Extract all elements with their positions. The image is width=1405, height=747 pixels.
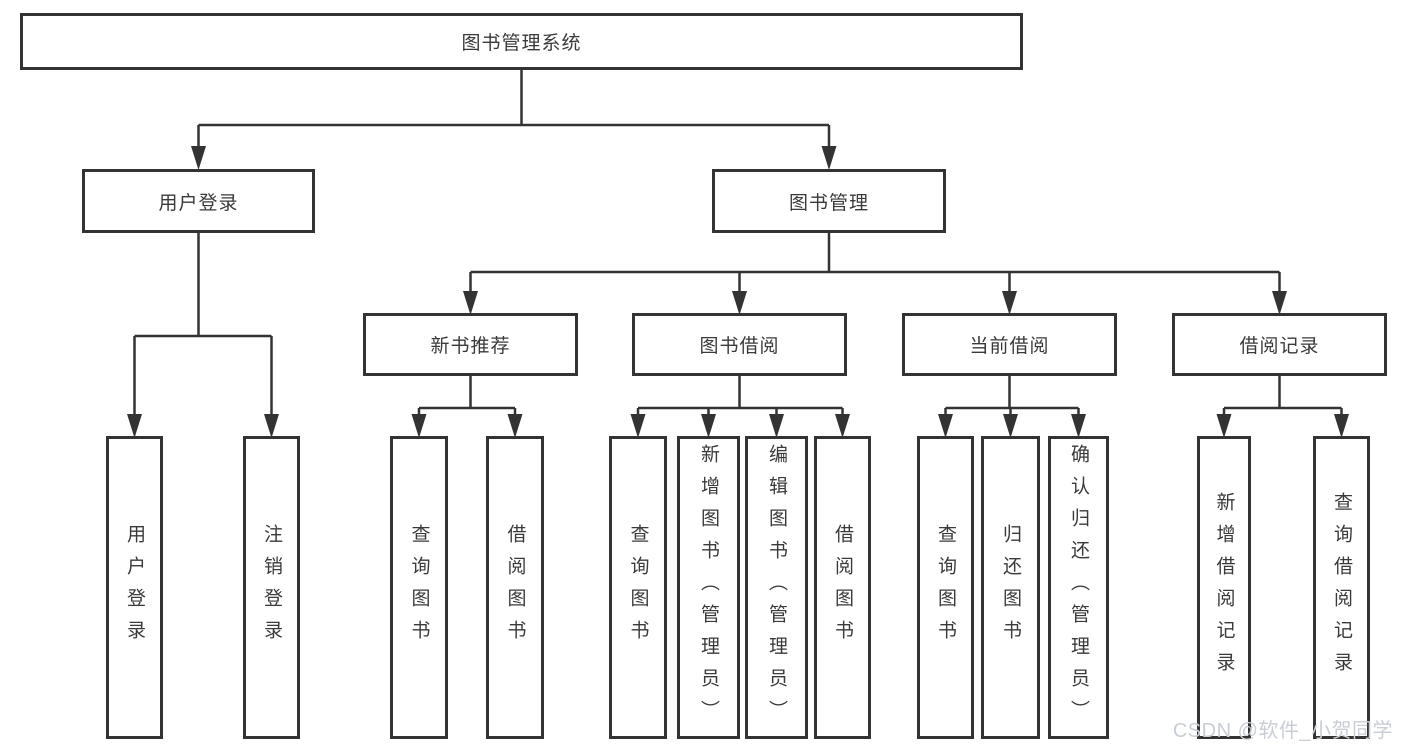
node-leaf-query-books-borrowing: 查询图书 [609, 436, 667, 739]
node-label: 新增图书（管理员） [698, 443, 719, 732]
node-label: 查询图书 [408, 523, 430, 652]
node-leaf-query-books-current: 查询图书 [917, 436, 974, 739]
node-leaf-query-borrow-record: 查询借阅记录 [1313, 436, 1370, 739]
node-label: 借阅记录 [1239, 336, 1320, 357]
node-label: 注销登录 [261, 523, 282, 652]
node-label: 当前借阅 [969, 336, 1050, 357]
node-leaf-user-login: 用户登录 [106, 436, 163, 739]
node-current-borrowing: 当前借阅 [902, 313, 1117, 376]
node-leaf-confirm-return-admin: 确认归还（管理员） [1048, 436, 1109, 739]
node-book-management: 图书管理 [712, 169, 946, 233]
node-leaf-edit-book-admin: 编辑图书（管理员） [745, 436, 808, 739]
node-user-login: 用户登录 [82, 169, 315, 233]
node-label: 新书推荐 [430, 336, 511, 357]
node-label: 编辑图书（管理员） [766, 443, 787, 732]
node-label: 用户登录 [124, 523, 145, 652]
node-label: 查询图书 [627, 523, 649, 652]
node-label: 用户登录 [158, 192, 239, 214]
node-leaf-add-borrow-record: 新增借阅记录 [1197, 436, 1251, 739]
node-label: 借阅图书 [832, 523, 853, 652]
node-label: 图书管理系统 [461, 33, 582, 54]
node-label: 查询图书 [935, 523, 956, 652]
node-label: 新增借阅记录 [1213, 491, 1235, 684]
node-book-borrowing: 图书借阅 [632, 313, 847, 376]
node-leaf-logout: 注销登录 [243, 436, 300, 739]
node-label: 归还图书 [1000, 523, 1021, 652]
node-leaf-return-books: 归还图书 [981, 436, 1040, 739]
node-leaf-add-book-admin: 新增图书（管理员） [677, 436, 740, 739]
watermark-text: CSDN @软件_小贺同学 [1172, 720, 1393, 742]
node-library-management-system: 图书管理系统 [20, 13, 1023, 70]
node-leaf-query-books-recommend: 查询图书 [390, 436, 448, 739]
node-label: 确认归还（管理员） [1068, 443, 1089, 732]
node-leaf-borrow-books-recommend: 借阅图书 [486, 436, 544, 739]
node-label: 图书借阅 [699, 336, 780, 357]
node-new-book-recommendation: 新书推荐 [363, 313, 578, 376]
node-label: 查询借阅记录 [1331, 491, 1352, 684]
node-leaf-borrow-books: 借阅图书 [814, 436, 871, 739]
node-label: 图书管理 [788, 192, 869, 214]
node-label: 借阅图书 [504, 523, 526, 652]
node-borrowing-records: 借阅记录 [1172, 313, 1387, 376]
